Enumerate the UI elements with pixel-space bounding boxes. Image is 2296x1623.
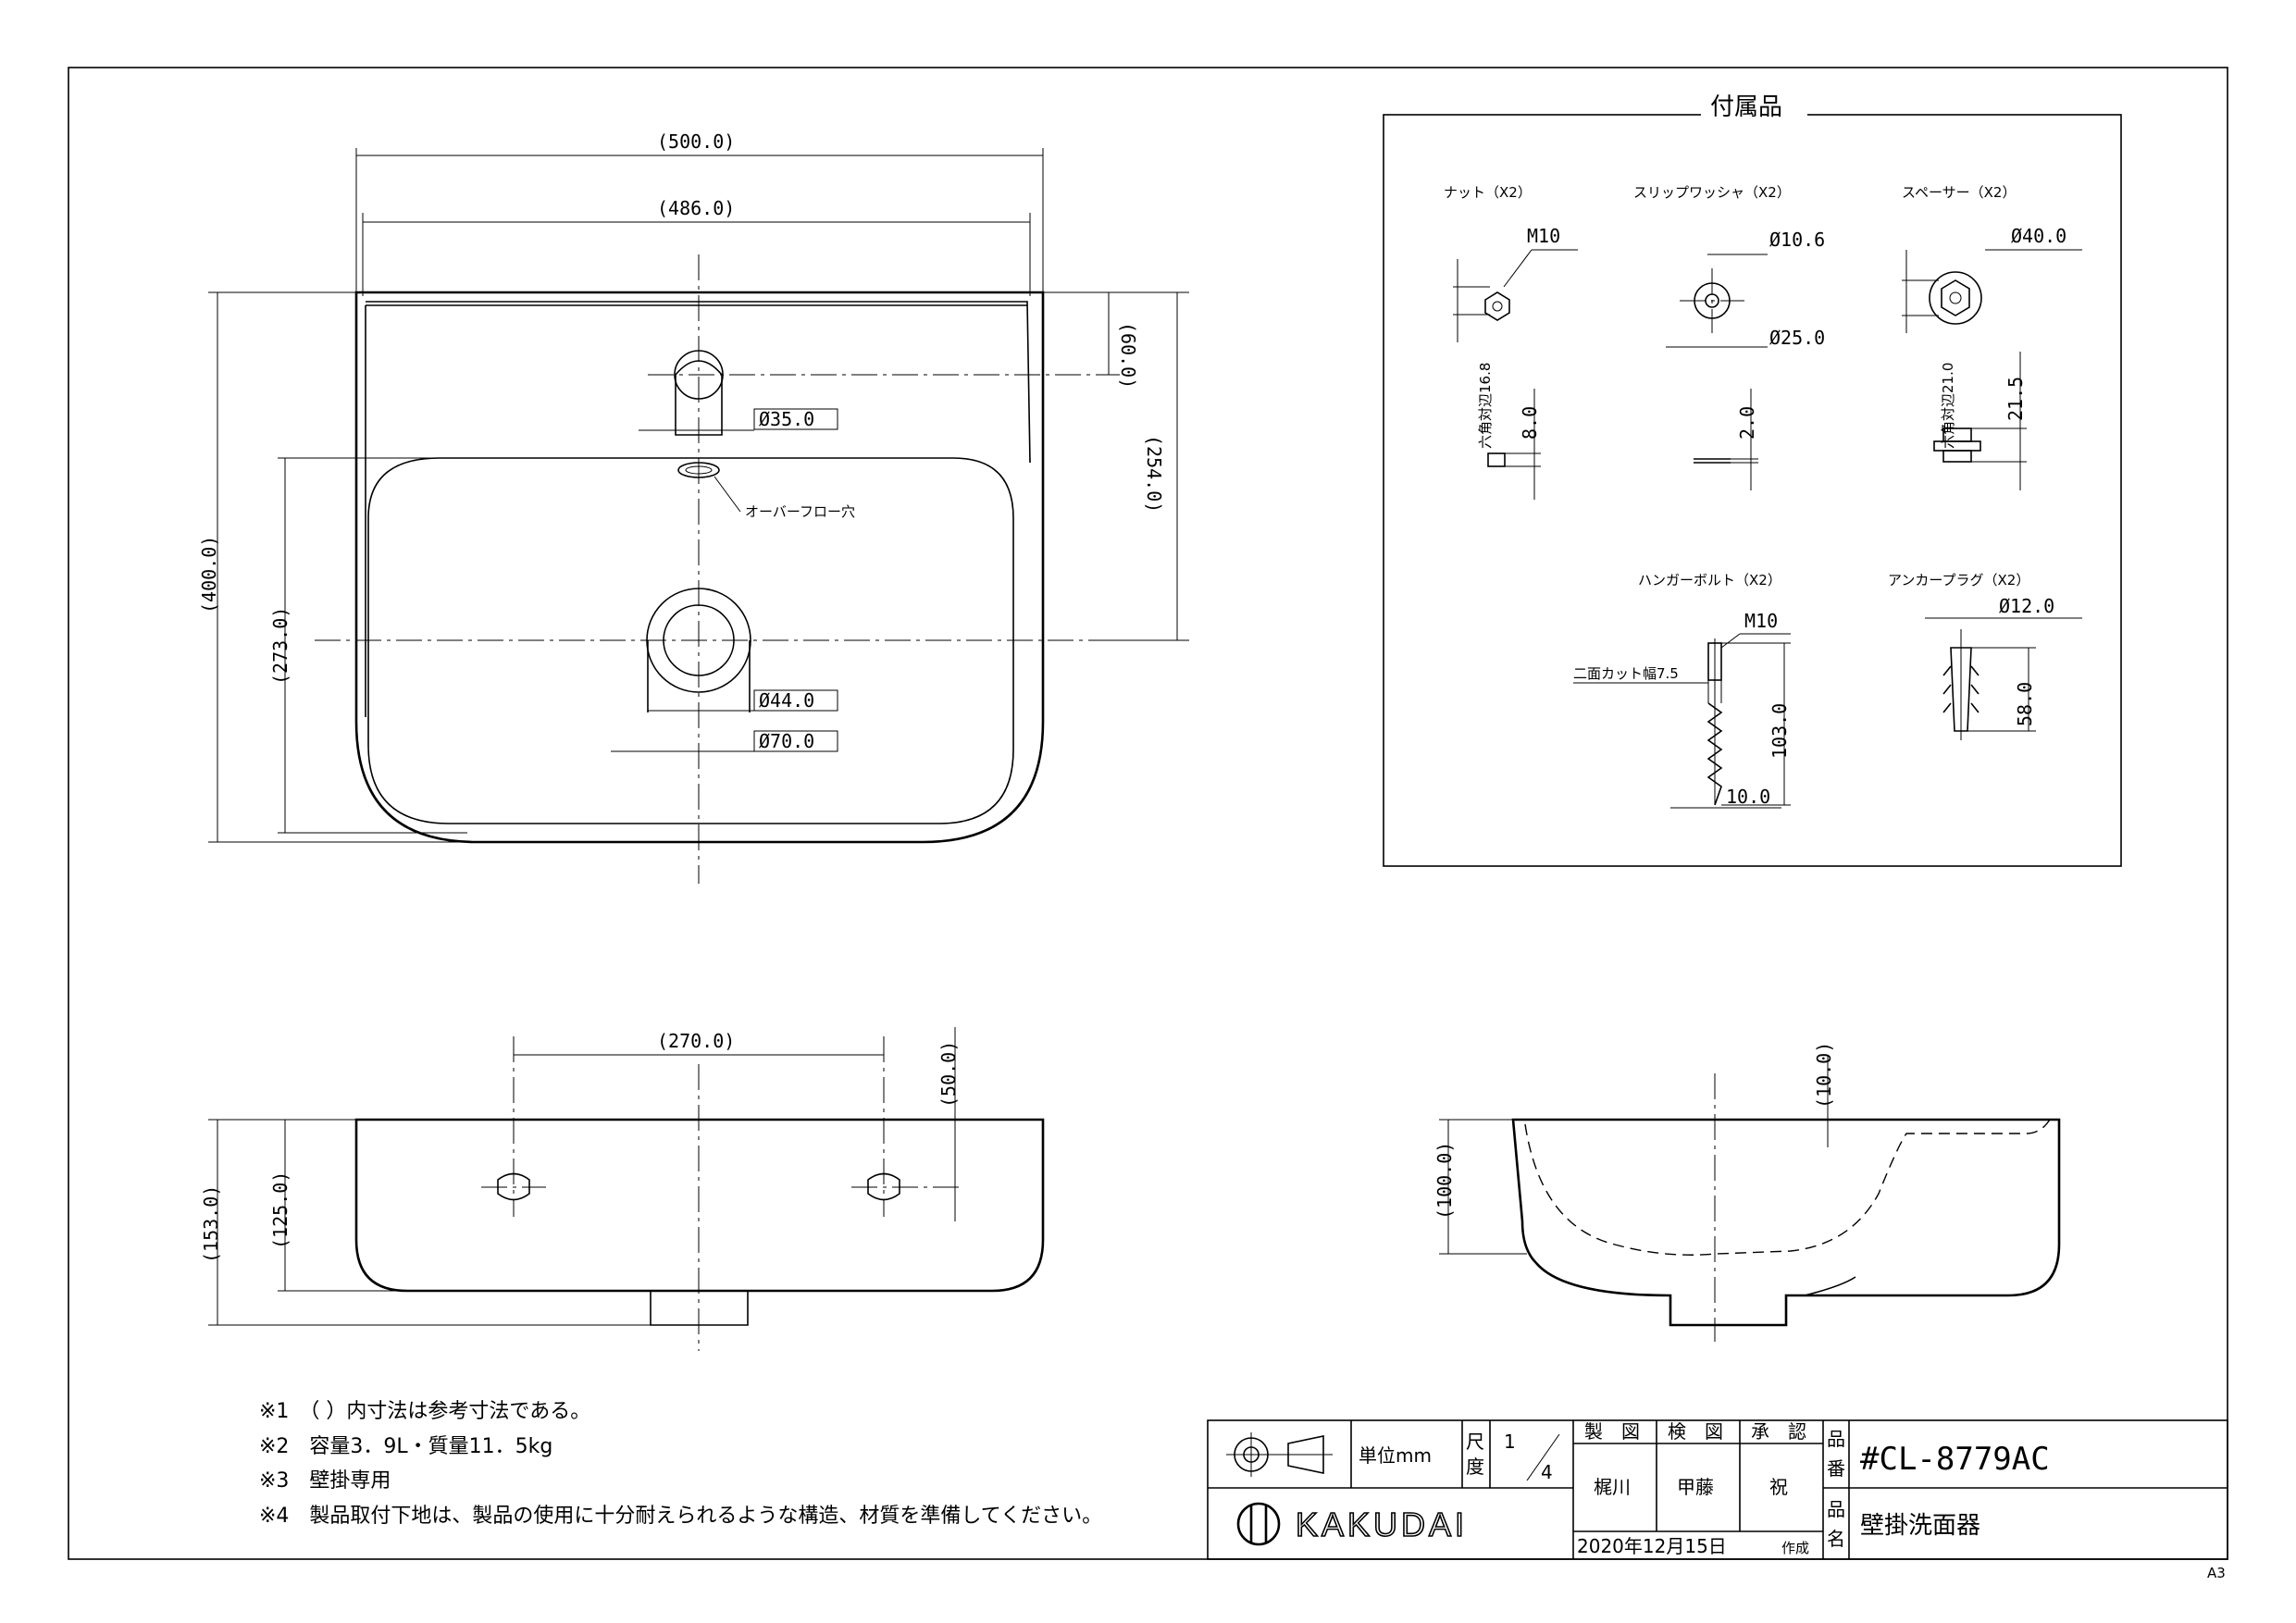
spacer-label: スペーサー（X2） [1902, 184, 2016, 201]
note-1: ※1 （ ）内寸法は参考寸法である。 [259, 1400, 590, 1423]
note-3: ※3 壁掛専用 [259, 1469, 391, 1493]
scale-label-2: 度 [1466, 1456, 1484, 1478]
dim-bowl-height: (100.0) [1433, 1142, 1456, 1220]
dim-faucet-hole: Ø35.0 [759, 408, 814, 430]
dim-body-height: (125.0) [269, 1171, 292, 1249]
anchor-diameter: Ø12.0 [1999, 595, 2054, 617]
name-label-2: 名 [1827, 1528, 1845, 1550]
spacer-diameter: Ø40.0 [2011, 225, 2066, 247]
plan-view: (500.0) (486.0) (60.0) (254.0) (400.0) (… [198, 130, 1189, 884]
dim-drain-inner: Ø44.0 [759, 689, 814, 712]
name-label-1: 品 [1827, 1498, 1845, 1520]
drawing-border [68, 67, 2228, 1560]
washer-inner: Ø10.6 [1769, 229, 1825, 251]
product-name: 壁掛洗面器 [1860, 1512, 1980, 1540]
spacer-hex: 六角対辺21.0 [1940, 363, 1956, 449]
bolt-thread: M10 [1744, 610, 1778, 632]
dim-hole-spacing: (270.0) [657, 1030, 735, 1052]
dim-bowl-depth: (273.0) [269, 607, 292, 685]
nut-label: ナット（X2） [1444, 184, 1532, 201]
hanger-bolt-label: ハンガーボルト（X2） [1638, 572, 1781, 588]
checked-by: 甲藤 [1677, 1476, 1714, 1498]
overflow-label: オーバーフロー穴 [745, 503, 855, 520]
bolt-length: 103.0 [1769, 703, 1791, 759]
part-no: #CL-8779AC [1860, 1441, 2050, 1478]
dim-faucet-offset: (60.0) [1117, 322, 1139, 389]
spacer-height: 21.5 [2004, 377, 2027, 421]
approved-by: 祝 [1769, 1476, 1788, 1498]
bolt-diameter: 10.0 [1726, 786, 1770, 808]
scale-den: 4 [1541, 1461, 1553, 1483]
unit-label: 単位mm [1359, 1444, 1432, 1467]
nut-height: 8.0 [1519, 406, 1541, 440]
dim-width-inner: (486.0) [657, 197, 735, 219]
note-2: ※2 容量3．9L・質量11．5kg [259, 1435, 552, 1458]
checked-label: 検 図 [1668, 1420, 1723, 1443]
nut-thread: M10 [1527, 225, 1560, 247]
dim-drain-outer: Ø70.0 [759, 730, 814, 752]
drawn-by: 梶川 [1594, 1476, 1631, 1498]
side-view: (10.0) (100.0) [1433, 1042, 2061, 1342]
notes: ※1 （ ）内寸法は参考寸法である。 ※2 容量3．9L・質量11．5kg ※3… [259, 1400, 1102, 1528]
dim-hole-height: (50.0) [937, 1041, 960, 1108]
nut-hex: 六角対辺16.8 [1477, 363, 1494, 449]
scale-num: 1 [1504, 1431, 1516, 1453]
brand-wordmark: KAKUDAI [1296, 1505, 1468, 1543]
dim-rim-height: (10.0) [1813, 1042, 1835, 1109]
scale-label-1: 尺 [1466, 1431, 1484, 1453]
anchor-label: アンカープラグ（X2） [1888, 572, 2029, 588]
dim-drain-offset: (254.0) [1143, 435, 1165, 513]
washer-outer: Ø25.0 [1769, 327, 1825, 349]
date: 2020年12月15日 [1577, 1535, 1727, 1557]
front-view: (270.0) (50.0) (153.0) (125.0) [200, 1027, 1045, 1351]
part-no-label-2: 番 [1827, 1457, 1845, 1480]
accessories-box: 付属品 ナット（X2） M10 六角対辺16.8 8.0 スリップワッシャ（X2… [1383, 93, 2122, 867]
dim-depth-total: (400.0) [198, 536, 220, 613]
washer-thickness: 2.0 [1736, 406, 1758, 440]
created-label: 作成 [1781, 1540, 1809, 1556]
accessories-title: 付属品 [1710, 93, 1782, 121]
washer-label: スリップワッシャ（X2） [1633, 184, 1791, 201]
note-4: ※4 製品取付下地は、製品の使用に十分耐えられるような構造、材質を準備してくださ… [259, 1505, 1102, 1528]
dim-total-height: (153.0) [200, 1185, 222, 1263]
part-no-label-1: 品 [1827, 1428, 1845, 1450]
approved-label: 承 認 [1751, 1420, 1806, 1443]
dim-width-outer: (500.0) [657, 130, 735, 153]
title-block: 単位mm 尺 度 1 4 製 図 検 図 承 認 梶川 甲藤 祝 2020年12… [1207, 1419, 2228, 1560]
bolt-cut-width: 二面カット幅7.5 [1573, 665, 1679, 682]
kakudai-logo: KAKUDAI [1236, 1502, 1468, 1546]
anchor-length: 58.0 [2014, 682, 2036, 726]
drawn-label: 製 図 [1584, 1420, 1640, 1443]
sheet-size: A3 [2207, 1565, 2226, 1581]
